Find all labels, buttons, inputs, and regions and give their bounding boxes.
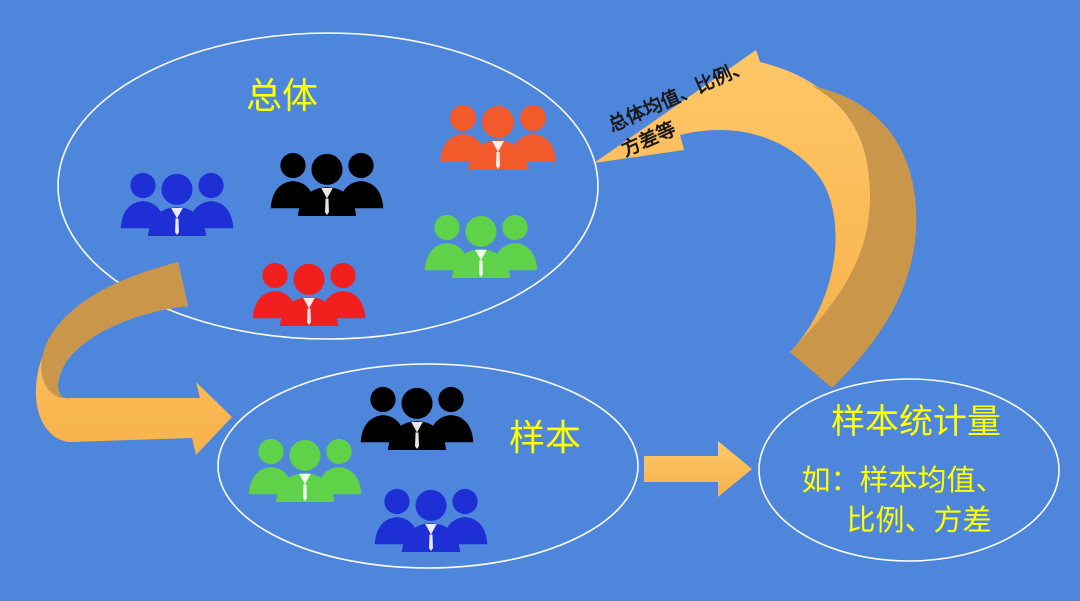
sampling-arrow-shade: [41, 262, 188, 399]
population-title: 总体: [246, 76, 318, 117]
population-group-orange-icon: [440, 105, 556, 170]
sample-group-green-icon: [248, 438, 362, 502]
statistic-ellipse: [758, 378, 1060, 562]
population-group-green-icon: [424, 214, 538, 278]
statistic-title: 样本统计量: [831, 402, 1001, 442]
population-ellipse: [57, 32, 599, 340]
inference-arrow-shade: [790, 86, 917, 388]
statistic-line2: 比例、方差: [846, 503, 991, 537]
sample-group-blue-icon: [374, 488, 488, 552]
population-group-black-icon: [270, 152, 384, 216]
inference-arrow: [594, 50, 871, 352]
sample-title: 样本: [509, 418, 581, 459]
estimate-arrow: [644, 441, 752, 497]
population-group-red-icon: [252, 262, 366, 326]
sample-group-black-icon: [360, 386, 474, 450]
population-group-blue-icon: [120, 172, 234, 236]
sample-ellipse: [217, 363, 639, 569]
statistic-line1: 如：样本均值、: [801, 463, 1004, 497]
